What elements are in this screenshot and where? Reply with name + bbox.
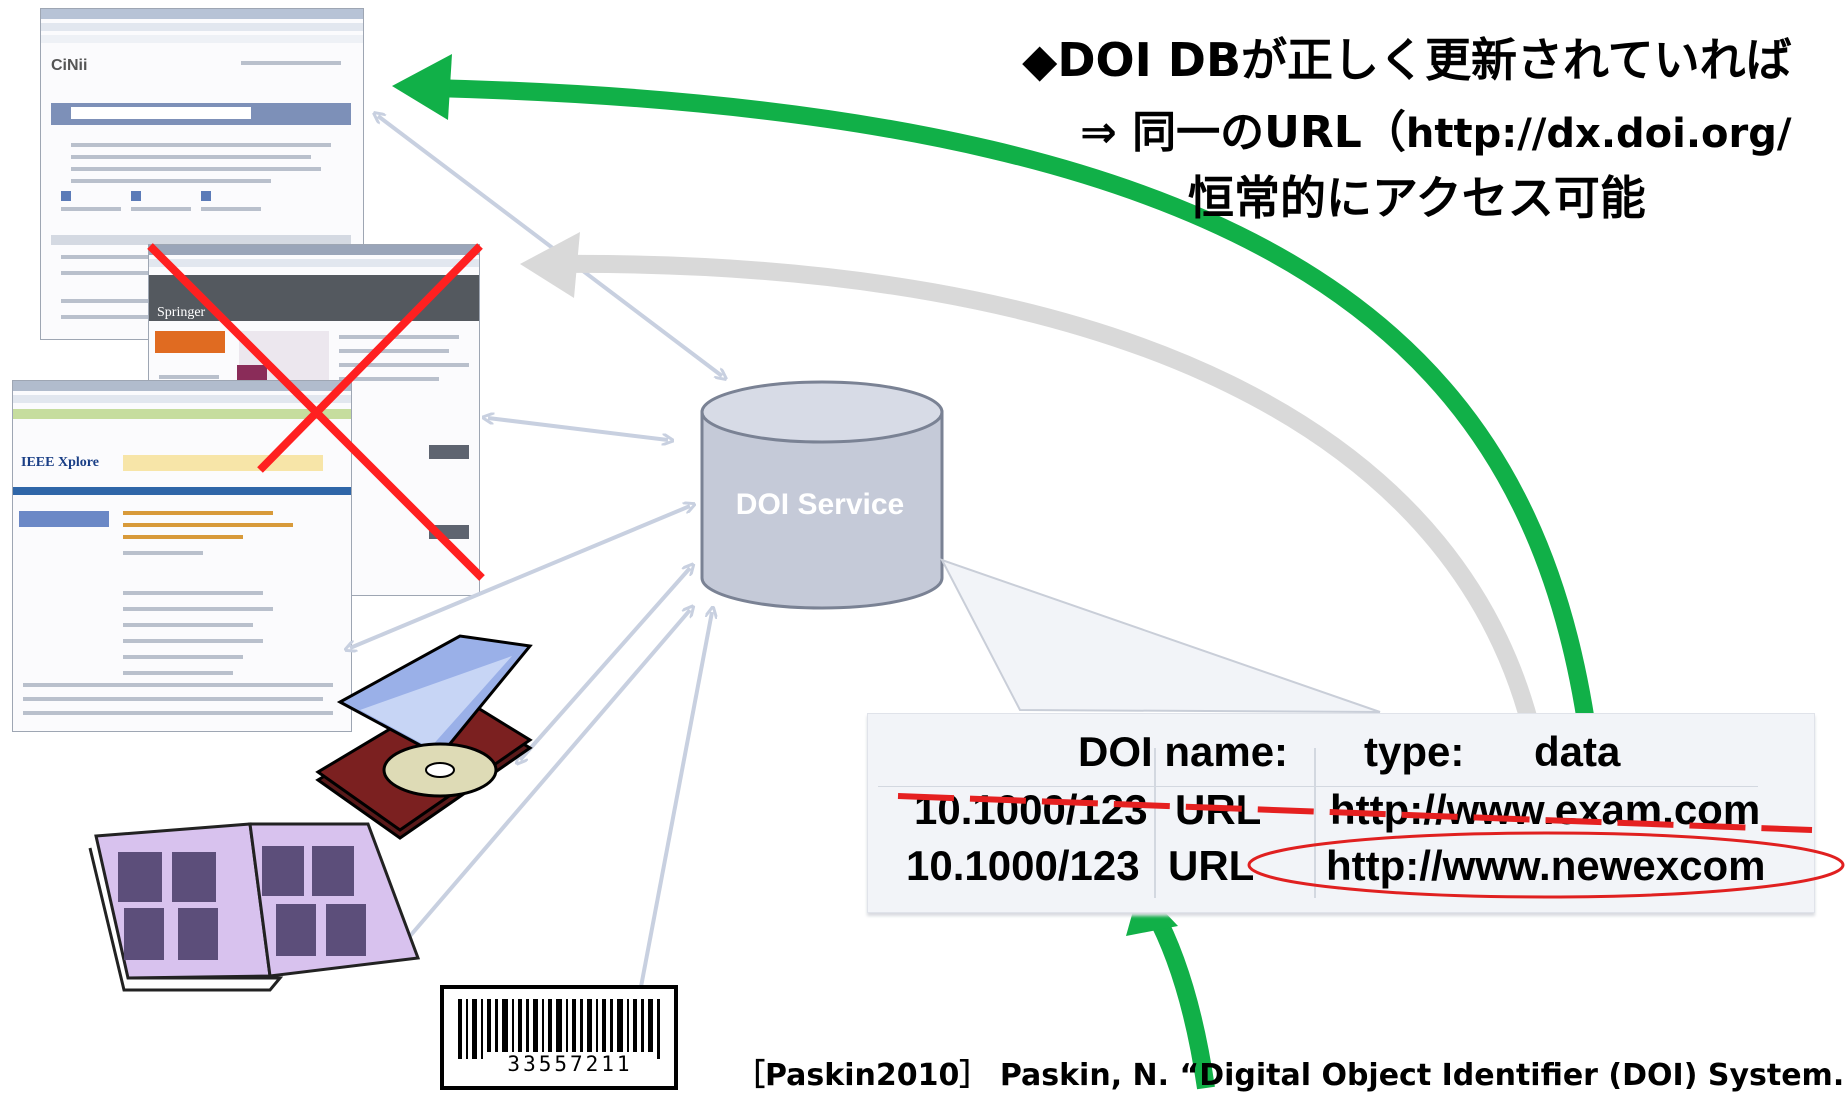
- ieee-logo: IEEE Xplore: [21, 455, 99, 470]
- table-divider: [1154, 748, 1156, 898]
- barcode-digits: 33557211: [484, 1052, 656, 1076]
- old-row-data: http://www.exam.com: [1330, 786, 1761, 833]
- citation: ［Paskin2010］ Paskin, N. “Digital Object …: [735, 1058, 1845, 1093]
- grey-arrow: [520, 232, 1549, 772]
- old-row-name: 10.1000/123: [914, 786, 1148, 833]
- subline-prefix: ⇒ 同一のURL（: [1080, 107, 1406, 158]
- new-row-data: http://www.newexcom: [1326, 842, 1766, 889]
- header-doi-name: DOI name:: [1078, 728, 1289, 775]
- doi-resolver-url: http://dx.doi.org/: [1405, 111, 1792, 157]
- headline: ◆DOI DBが正しく更新されていれば: [1022, 33, 1792, 87]
- database-icon: [700, 380, 944, 610]
- header-type: type:: [1364, 728, 1465, 775]
- cd-case-icon: [315, 634, 533, 840]
- ieee-screenshot: IEEE Xplore: [12, 380, 352, 732]
- highlight-ellipse: [1247, 831, 1845, 899]
- callout-wedge: [939, 558, 1381, 713]
- table-divider: [1314, 748, 1316, 898]
- new-row-name: 10.1000/123: [906, 842, 1140, 889]
- green-arrow-main: [392, 54, 1605, 807]
- connector-arrows: [350, 116, 722, 992]
- cinii-logo: CiNii: [51, 57, 88, 74]
- new-row-type: URL: [1168, 842, 1255, 889]
- book-icon: [88, 822, 421, 992]
- header-data: data: [1534, 728, 1621, 775]
- table-divider: [878, 786, 1758, 787]
- subline: ⇒ 同一のURL（http://dx.doi.org/: [1080, 96, 1792, 160]
- database-label: DOI Service: [735, 488, 905, 521]
- subline-continued: 恒常的にアクセス可能: [1188, 171, 1646, 225]
- springer-logo: Springer: [157, 305, 206, 320]
- strike-through-line: [897, 793, 1813, 833]
